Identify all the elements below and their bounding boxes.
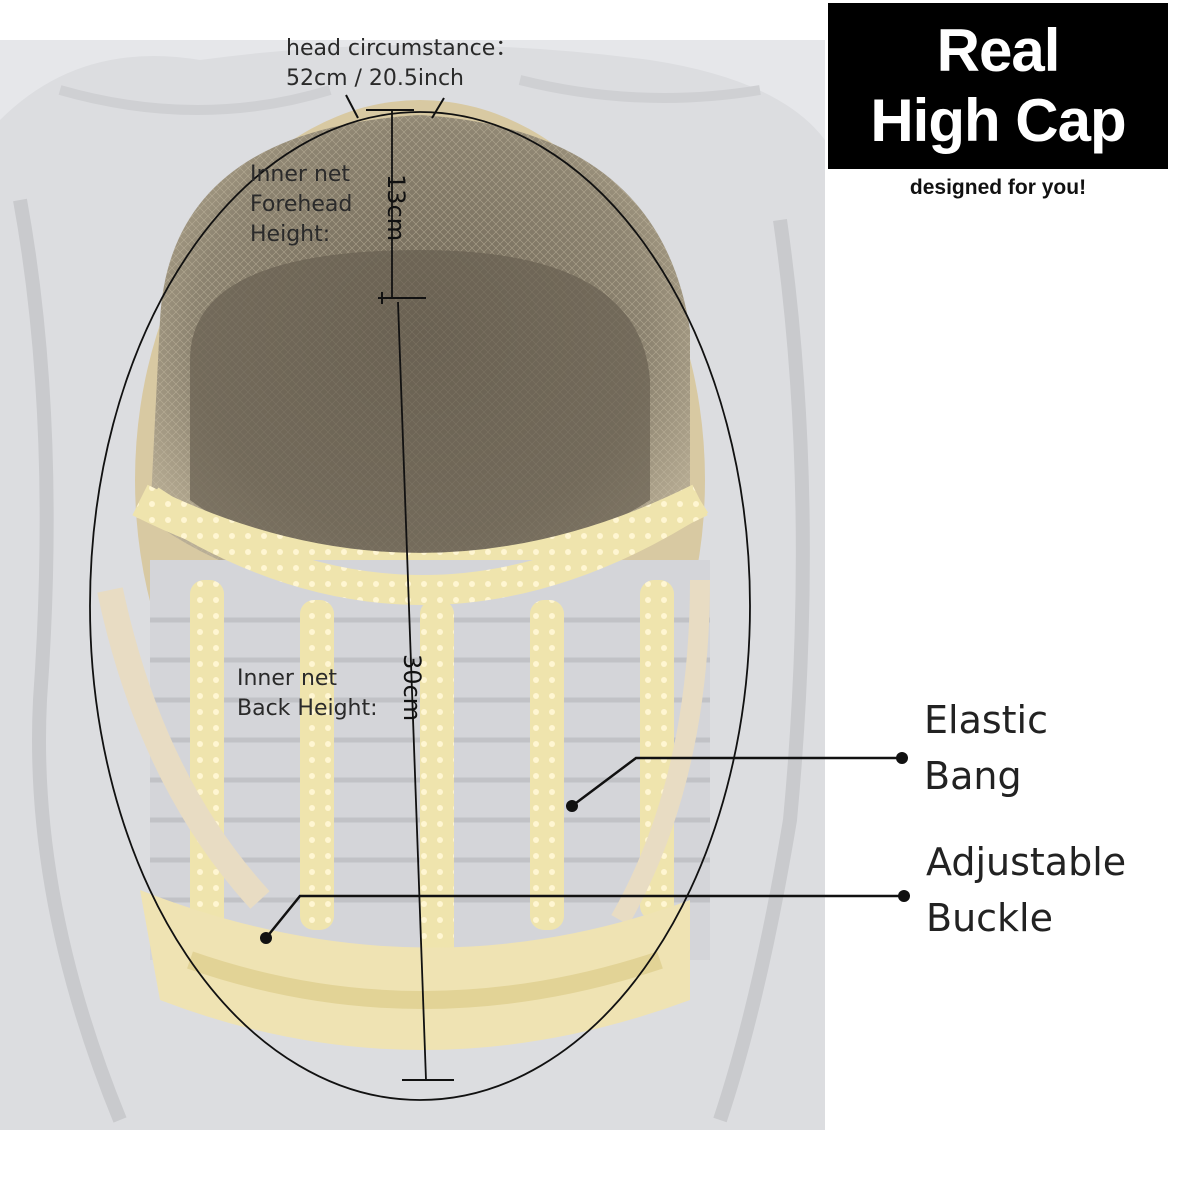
elastic-callout-line1: Elastic — [924, 698, 1049, 742]
measurement-overlay — [89, 94, 751, 1101]
back-label-line1: Inner net — [237, 666, 338, 691]
elastic-callout-line2: Bang — [924, 754, 1022, 798]
elastic-marker-dot — [566, 800, 578, 812]
buckle-callout-line2: Buckle — [926, 896, 1053, 940]
elastic-end-dot — [896, 752, 908, 764]
head-circumference-value: 52cm / 20.5inch — [286, 66, 464, 91]
badge-tagline: designed for you! — [909, 176, 1087, 199]
back-label-line2: Back Height: — [237, 696, 378, 721]
forehead-value: 13cm — [382, 174, 410, 242]
badge-line2: High Cap — [870, 87, 1126, 154]
circumference-ellipse — [89, 111, 751, 1101]
forehead-label-line3: Height: — [250, 222, 331, 247]
head-circumference-label: head circumstance： — [286, 36, 518, 61]
back-label: Inner net Back Height: — [237, 664, 378, 724]
adjustable-buckle-callout: Adjustable Buckle — [926, 834, 1126, 946]
buckle-end-dot — [898, 890, 910, 902]
back-value: 30cm — [398, 654, 426, 722]
forehead-label: Inner net Forehead Height: — [250, 160, 352, 250]
elastic-bang-callout: Elastic Bang — [924, 692, 1048, 804]
buckle-callout-line1: Adjustable — [926, 840, 1127, 884]
forehead-label-line1: Inner net — [250, 162, 351, 187]
wig-cap — [97, 100, 710, 1050]
real-high-cap-badge: Real High Cap — [828, 3, 1168, 169]
buckle-marker-dot — [260, 932, 272, 944]
forehead-label-line2: Forehead — [250, 192, 353, 217]
callout-leaders — [265, 756, 902, 939]
badge-line1: Real — [936, 17, 1061, 84]
